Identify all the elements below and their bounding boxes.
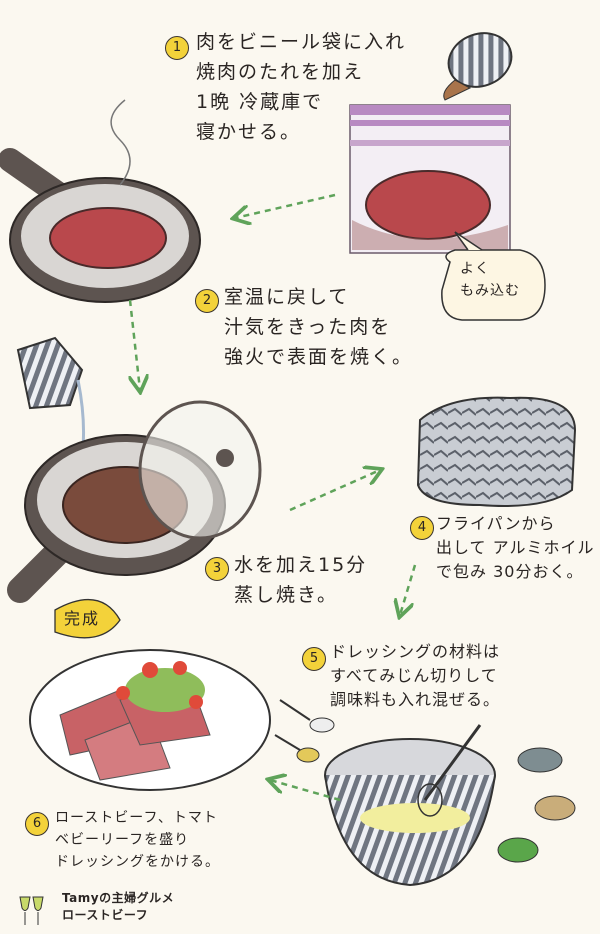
- step-6-line: ベビーリーフを盛り: [55, 832, 190, 848]
- step-2-text: 室温に戻して 汁気をきった肉を 強火で表面を焼く。: [224, 282, 413, 372]
- step-6-text: ローストビーフ、トマト ベビーリーフを盛り ドレッシングをかける。: [55, 807, 220, 873]
- step-number-4: 4: [410, 516, 434, 540]
- roast-beef-plate-illustration: [29, 649, 271, 791]
- step-6-line: ドレッシングをかける。: [55, 854, 220, 870]
- footer-credit: Tamyの主婦グルメ ローストビーフ: [62, 890, 174, 924]
- step-4-text: フライパンから 出して アルミホイル で包み 30分おく。: [436, 512, 594, 584]
- step-6-line: ローストビーフ、トマト: [55, 810, 218, 826]
- step-3-line: 水を加え15分: [234, 554, 368, 576]
- step-1-line: 1晩 冷蔵庫で: [196, 91, 324, 113]
- step-4-line: 出して アルミホイル: [436, 538, 595, 557]
- step-5-text: ドレッシングの材料は すべてみじん切りして 調味料も入れ混ぜる。: [330, 640, 500, 712]
- step-number-2: 2: [195, 289, 219, 313]
- note-bubble-line: よく: [460, 261, 490, 277]
- frying-pan-raw-meat-illustration: [0, 99, 201, 303]
- sauce-pitcher-illustration: [429, 32, 513, 155]
- plastic-bag-illustration: [349, 104, 511, 254]
- measuring-spoons-illustration: [274, 699, 335, 763]
- step-1-line: 焼肉のたれを加え: [196, 61, 365, 83]
- step-5-line: すべてみじん切りして: [330, 666, 498, 685]
- step-number-3: 3: [205, 557, 229, 581]
- done-badge-shape: [54, 598, 121, 639]
- step-1-text: 肉をビニール袋に入れ 焼肉のたれを加え 1晩 冷蔵庫で 寝かせる。: [196, 27, 406, 147]
- frying-pan-searing-illustration: [7, 400, 262, 603]
- mixing-bowl-illustration: [324, 724, 496, 887]
- step-3-line: 蒸し焼き。: [234, 584, 339, 606]
- step-5-line: ドレッシングの材料は: [330, 642, 501, 661]
- step-3-text: 水を加え15分 蒸し焼き。: [234, 550, 367, 610]
- footer-brand: Tamyの主婦グルメ: [62, 891, 175, 905]
- step-number-1: 1: [165, 36, 189, 60]
- note-bubble-shape: [441, 231, 546, 321]
- step-2-line: 強火で表面を焼く。: [224, 346, 414, 368]
- foil-wrapped-meat-illustration: [416, 396, 577, 507]
- note-bubble-line: もみ込む: [460, 283, 520, 299]
- step-number-5: 5: [302, 647, 326, 671]
- ingredient-dishes-illustration: [497, 747, 576, 863]
- step-number-6: 6: [25, 812, 49, 836]
- step-5-line: 調味料も入れ混ぜる。: [330, 690, 501, 709]
- done-label: 完成: [64, 609, 101, 628]
- step-4-line: フライパンから: [436, 514, 556, 533]
- step-arrows: [130, 193, 417, 802]
- step-1-line: 肉をビニール袋に入れ: [196, 31, 407, 53]
- step-2-line: 汁気をきった肉を: [224, 316, 392, 338]
- footer-title: ローストビーフ: [62, 908, 149, 922]
- step-1-line: 寝かせる。: [196, 121, 302, 143]
- step-2-line: 室温に戻して: [224, 286, 350, 308]
- step-4-line: で包み 30分おく。: [436, 562, 584, 581]
- wine-glasses-icon: [19, 896, 44, 925]
- note-bubble-text: よく もみ込む: [460, 258, 520, 302]
